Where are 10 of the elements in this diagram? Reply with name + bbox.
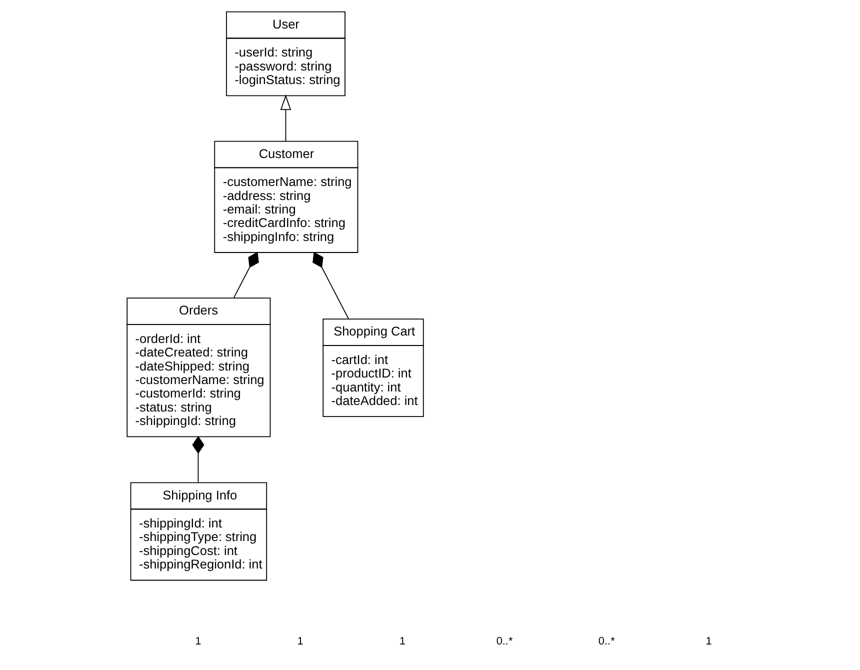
connector xyxy=(233,252,259,298)
arrow xyxy=(280,94,292,142)
label: 1 xyxy=(195,636,202,648)
label: 1 xyxy=(297,636,304,648)
connector xyxy=(312,252,349,319)
label: 0..* xyxy=(496,636,513,648)
label: 0..* xyxy=(598,636,615,648)
label: 1 xyxy=(399,636,406,648)
label: 1 xyxy=(706,636,712,648)
connector xyxy=(192,436,204,482)
